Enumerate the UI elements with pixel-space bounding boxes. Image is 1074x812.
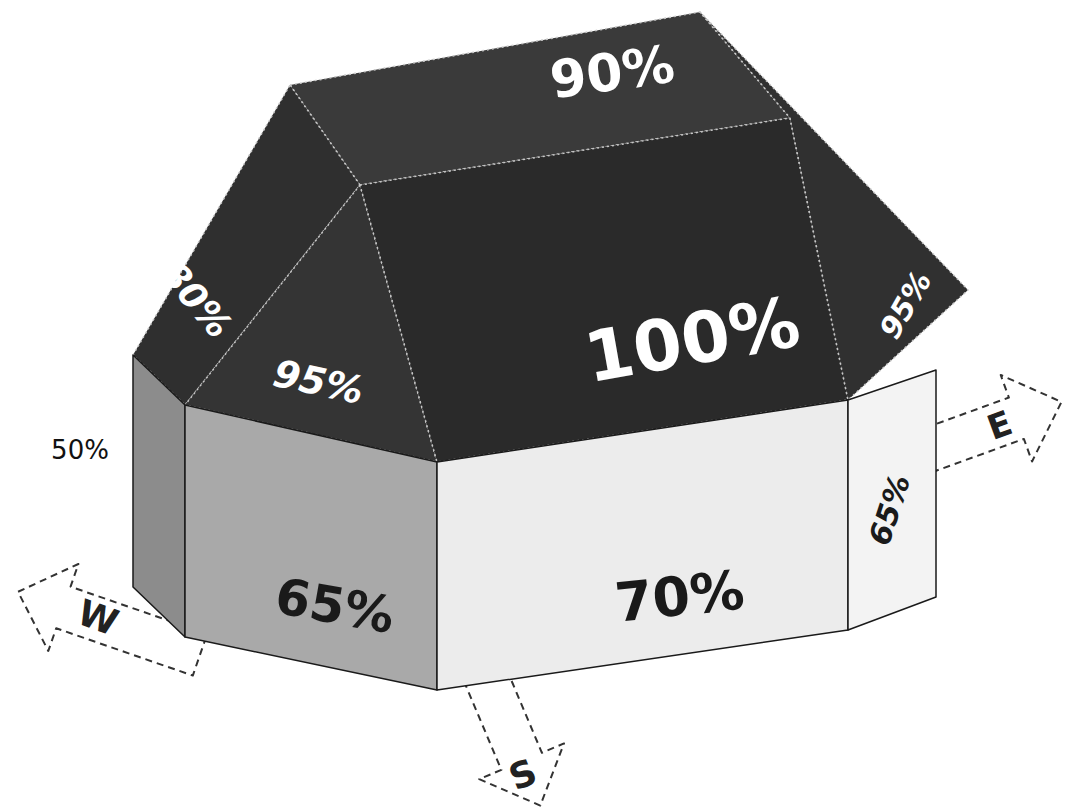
face-shape	[700, 12, 968, 400]
wall-face: 50%	[133, 355, 185, 637]
face-shape	[437, 400, 848, 690]
face-shape	[133, 355, 185, 637]
face-shape	[185, 405, 437, 690]
face-outline	[185, 405, 437, 690]
wall-face: 70%	[437, 400, 848, 690]
face-outline	[437, 400, 848, 690]
face-outline	[133, 355, 185, 637]
percent-label: 70%	[613, 563, 747, 630]
percent-label: 50%	[51, 437, 109, 463]
wall-face: 65%	[185, 405, 437, 690]
face-shape	[848, 370, 936, 630]
wall-face: 65%	[848, 370, 936, 630]
